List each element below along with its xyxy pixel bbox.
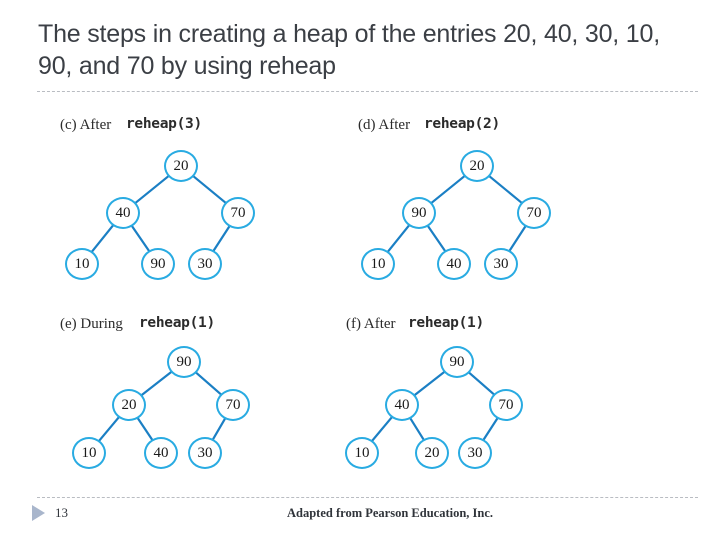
panel-f-caption-call: reheap(1)	[408, 315, 484, 331]
play-triangle-icon	[32, 505, 45, 521]
panel-c-edge	[90, 223, 115, 254]
panel-d-node: 30	[484, 248, 518, 280]
panel-f-node: 20	[415, 437, 449, 469]
panel-e-caption-prefix: (e) During	[60, 316, 123, 332]
panel-e-edge	[139, 370, 174, 397]
footer-divider	[37, 497, 698, 498]
page-title: The steps in creating a heap of the entr…	[38, 20, 660, 80]
panel-d-edge	[508, 224, 527, 253]
panel-c-node: 30	[188, 248, 222, 280]
panel-f-edge	[412, 370, 447, 397]
panel-e-edge	[136, 416, 154, 442]
panel-e-edge	[194, 370, 223, 397]
panel-c-edge	[191, 174, 228, 205]
panel-f-edge	[467, 370, 496, 397]
panel-c-caption-call: reheap(3)	[126, 116, 202, 132]
panel-f-node: 40	[385, 389, 419, 421]
panel-f-edge	[482, 416, 499, 442]
panel-c-edge	[212, 224, 231, 253]
panel-c-node: 20	[164, 150, 198, 182]
panel-d-node: 70	[517, 197, 551, 229]
panel-c-node: 70	[221, 197, 255, 229]
panel-f-edge	[408, 416, 426, 442]
panel-e-edge	[97, 415, 121, 443]
panel-c-edge	[133, 174, 171, 205]
panel-e-node: 70	[216, 389, 250, 421]
panel-f-node: 30	[458, 437, 492, 469]
panel-d-node: 10	[361, 248, 395, 280]
panel-f-edge	[370, 415, 394, 443]
panel-d-node: 40	[437, 248, 471, 280]
panel-e-caption-call: reheap(1)	[139, 315, 215, 331]
panel-c-node: 10	[65, 248, 99, 280]
panel-e-node: 20	[112, 389, 146, 421]
panel-f-node: 70	[489, 389, 523, 421]
panel-e-node: 10	[72, 437, 106, 469]
panel-d-caption-call: reheap(2)	[424, 116, 500, 132]
panel-e-node: 40	[144, 437, 178, 469]
panel-d-node: 90	[402, 197, 436, 229]
panel-f-node: 10	[345, 437, 379, 469]
panel-f-node: 90	[440, 346, 474, 378]
panel-d-caption-prefix: (d) After	[358, 117, 411, 133]
panel-f-caption-prefix: (f) After	[346, 316, 396, 332]
attribution-text: Adapted from Pearson Education, Inc.	[287, 506, 494, 520]
panel-d-edge	[386, 223, 411, 254]
panel-e-edge	[211, 416, 227, 442]
title-divider	[37, 91, 698, 92]
panel-d-edge	[429, 174, 467, 205]
panel-d-node: 20	[460, 150, 494, 182]
panel-c-node: 40	[106, 197, 140, 229]
panel-d-edge	[487, 174, 524, 205]
panel-c-node: 90	[141, 248, 175, 280]
panel-c-edge	[130, 224, 151, 253]
page-number: 13	[55, 505, 68, 520]
panel-e-node: 30	[188, 437, 222, 469]
panel-c-caption-prefix: (c) After	[60, 117, 112, 133]
panel-e-node: 90	[167, 346, 201, 378]
panel-d-edge	[426, 224, 447, 253]
